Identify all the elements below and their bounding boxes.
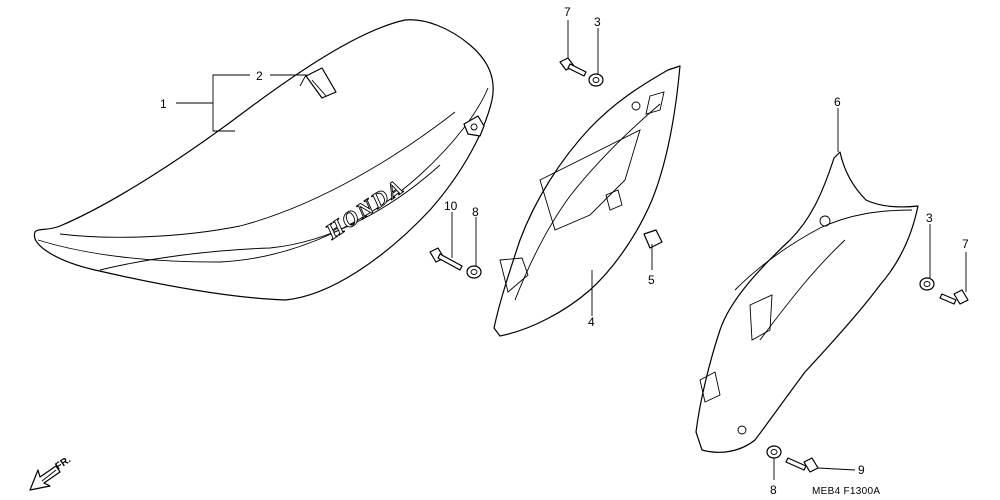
bolt-9 bbox=[785, 457, 819, 473]
bolt-7-right bbox=[939, 289, 969, 305]
seat-cover-seam bbox=[59, 111, 456, 238]
callout-2: 2 bbox=[256, 69, 263, 83]
grommet-3-right bbox=[919, 277, 935, 291]
callout-9: 9 bbox=[858, 463, 865, 477]
callout-6: 6 bbox=[834, 95, 841, 109]
bolt-10 bbox=[429, 247, 463, 271]
right-cover-lower-hole bbox=[737, 425, 747, 435]
callout-10: 10 bbox=[444, 199, 458, 213]
callout-5: 5 bbox=[648, 273, 655, 287]
left-side-cover bbox=[493, 65, 681, 337]
seat-edge-trim bbox=[37, 87, 489, 263]
figure-code: MEB4 F1300A bbox=[812, 486, 880, 497]
callout-8-left: 8 bbox=[472, 205, 479, 219]
front-direction-arrow-icon bbox=[29, 465, 61, 491]
callout-8-lower: 8 bbox=[770, 483, 777, 497]
right-cover-upper-ridge bbox=[734, 209, 913, 291]
right-side-cover bbox=[695, 151, 919, 453]
seat-strap bbox=[305, 67, 337, 99]
collar-8-lower bbox=[766, 445, 782, 459]
callout-3-right: 3 bbox=[926, 211, 933, 225]
right-cover-lower-tab bbox=[699, 371, 721, 403]
left-cover-mount-hole bbox=[631, 101, 641, 111]
right-cover-window bbox=[749, 294, 773, 341]
seat-rear-tab bbox=[463, 115, 485, 137]
left-cover-inner-ridge bbox=[514, 103, 661, 301]
callout-7-top: 7 bbox=[564, 5, 571, 19]
clip-nut-5 bbox=[643, 229, 663, 249]
bolt-7-upper bbox=[559, 57, 587, 77]
callout-7-right: 7 bbox=[962, 237, 969, 251]
seat-strap-edge bbox=[311, 79, 327, 97]
right-cover-mount-hole bbox=[819, 215, 831, 227]
callout-4: 4 bbox=[588, 315, 595, 329]
left-cover-recess bbox=[539, 129, 641, 231]
right-side-cover-body bbox=[695, 151, 919, 453]
left-cover-flange bbox=[499, 257, 529, 293]
seat-side-panel-line bbox=[99, 164, 441, 271]
grommet-3-upper bbox=[588, 73, 604, 87]
left-cover-edge bbox=[645, 91, 665, 115]
seat-cushion bbox=[33, 19, 494, 301]
collar-8-left bbox=[466, 265, 482, 279]
callout-1: 1 bbox=[160, 97, 167, 111]
seat-tab-hole bbox=[470, 123, 478, 131]
seat-assembly: HONDA bbox=[33, 19, 494, 301]
left-side-cover-body bbox=[493, 65, 681, 337]
left-cover-grommet-slot bbox=[605, 189, 623, 211]
callout-3-top: 3 bbox=[594, 15, 601, 29]
leader-lines bbox=[176, 20, 967, 480]
